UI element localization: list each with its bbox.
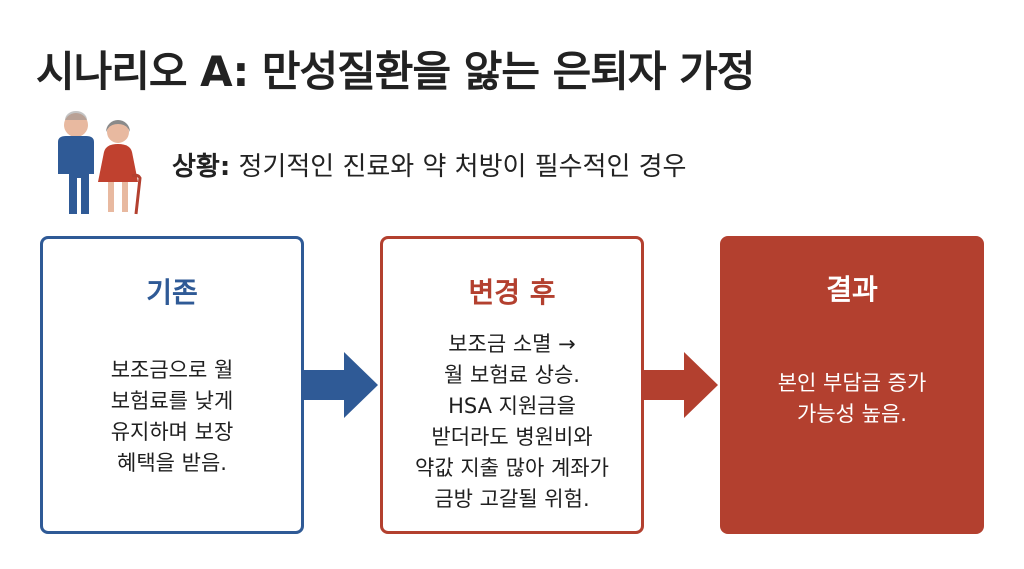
- situation-text: 상황: 정기적인 진료와 약 처방이 필수적인 경우: [172, 146, 686, 183]
- situation-description: 정기적인 진료와 약 처방이 필수적인 경우: [230, 152, 687, 182]
- before-body: 보조금으로 월 보험료를 낮게 유지하며 보장 혜택을 받음.: [110, 358, 234, 475]
- situation-label: 상황:: [172, 152, 231, 182]
- result-body: 본인 부담금 증가 가능성 높음.: [777, 371, 927, 426]
- result-title: 결과: [826, 273, 878, 306]
- arrow-right-icon: [304, 352, 378, 418]
- arrow-right-icon: [644, 352, 718, 418]
- after-title: 변경 후: [468, 276, 556, 309]
- after-box: 변경 후 보조금 소멸 → 월 보험료 상승. HSA 지원금을 받더라도 병원…: [380, 236, 644, 534]
- elderly-couple-icon: [58, 111, 142, 215]
- after-body: 보조금 소멸 → 월 보험료 상승. HSA 지원금을 받더라도 병원비와 약값…: [415, 332, 609, 511]
- result-box: 결과 본인 부담금 증가 가능성 높음.: [720, 236, 984, 534]
- before-box: 기존 보조금으로 월 보험료를 낮게 유지하며 보장 혜택을 받음.: [40, 236, 304, 534]
- page-title: 시나리오 A: 만성질환을 앓는 은퇴자 가정: [36, 47, 755, 96]
- before-title: 기존: [146, 276, 198, 309]
